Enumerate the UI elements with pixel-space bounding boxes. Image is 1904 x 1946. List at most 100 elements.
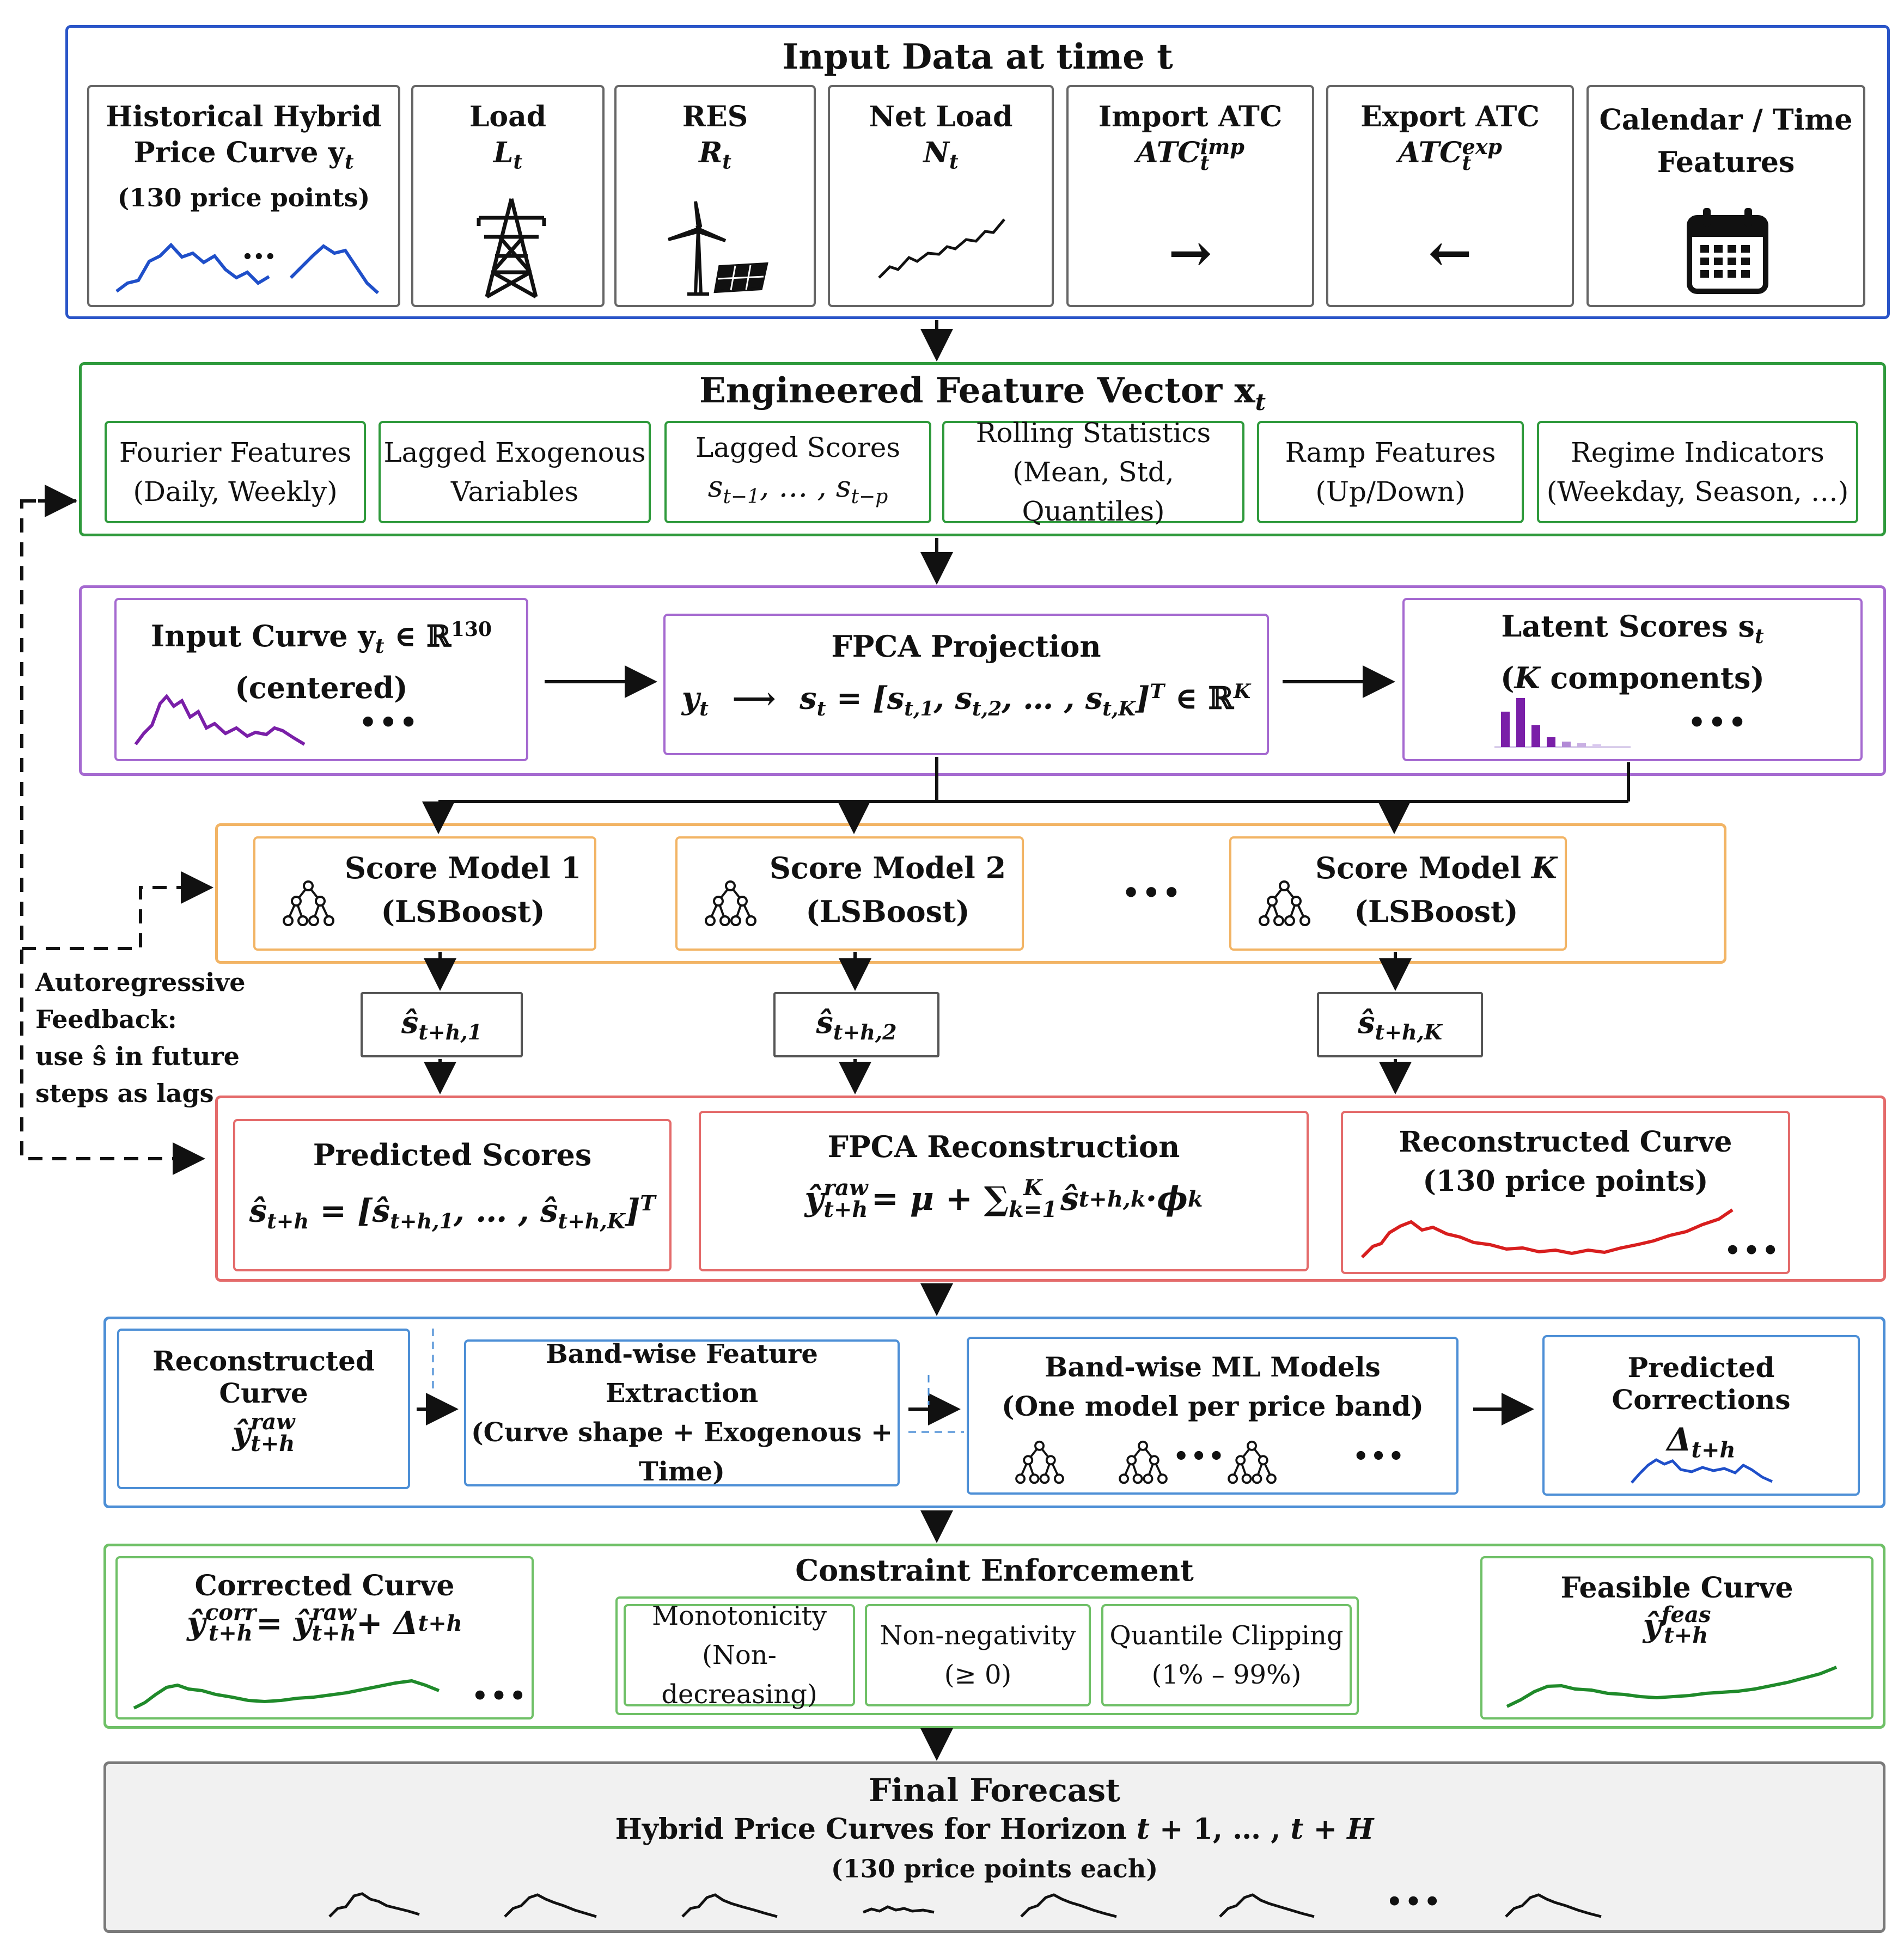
fourier-line1: Fourier Features <box>119 437 352 468</box>
pred-b-sub: t+h,1 <box>390 1208 454 1233</box>
fpca-latent-scores: Latent Scores st (K components) ••• <box>1402 598 1863 761</box>
load-symbol: Lt <box>469 135 546 180</box>
calendar-line1: Calendar / Time <box>1599 103 1853 137</box>
out2-base: ŝ <box>816 1005 833 1041</box>
price-curve-icon <box>115 242 380 295</box>
lagscore-line1: Lagged Scores <box>695 431 901 463</box>
blue-correction-curve-icon <box>1631 1458 1773 1484</box>
cc-b: = ŷ <box>256 1605 312 1642</box>
latent-line2: (K components) <box>1500 657 1765 699</box>
feedback-line1: Autoregressive <box>35 968 246 997</box>
pred-a: ŝ <box>249 1192 267 1229</box>
line-trend-icon <box>878 218 1005 279</box>
fpca-input-ellipsis: ••• <box>359 706 420 739</box>
lagscore-mid: , … , s <box>760 469 851 504</box>
modelk-line1: Score Model K <box>1315 846 1557 890</box>
recon-a-sub: t+h <box>823 1197 868 1222</box>
proj-d: , … , s <box>1002 680 1103 717</box>
netload-sym-text: N <box>923 136 949 169</box>
nonneg-line1: Non-negativity <box>880 1620 1076 1651</box>
fpca-proj-title: FPCA Projection <box>831 629 1101 664</box>
recon-d: ·ϕ <box>1145 1180 1188 1218</box>
feature-ramp: Ramp Features (Up/Down) <box>1257 421 1524 523</box>
netload-symbol: Nt <box>869 135 1012 180</box>
fpca-recon-title: FPCA Reconstruction <box>827 1129 1180 1164</box>
final-line2: Hybrid Price Curves for Horizon t + 1, …… <box>106 1810 1883 1849</box>
cc-title: Corrected Curve <box>194 1569 455 1602</box>
final-ellipsis: ••• <box>1386 1887 1443 1917</box>
score-output-2: ŝt+h,2 <box>773 992 939 1057</box>
pred-sup: T <box>640 1191 656 1215</box>
latent-line2-a: ( <box>1500 660 1515 695</box>
model1-line2: (LSBoost) <box>381 894 545 929</box>
out2-sub: t+h,2 <box>833 1020 897 1045</box>
constraint-section: Constraint Enforcement <box>103 1544 1885 1729</box>
recon-sum-sup: K <box>1023 1175 1042 1201</box>
cc-ellipsis: ••• <box>472 1681 529 1711</box>
input-box-load: Load Lt <box>411 85 605 307</box>
constraint-monotonicity: Monotonicity (Non-decreasing) <box>624 1601 855 1710</box>
band-ml-models: Band-wise ML Models (One model per price… <box>967 1337 1458 1495</box>
fpca-input-sup: 130 <box>450 618 492 641</box>
import-sym-text: ATC <box>1136 136 1200 169</box>
input-box-net-load: Net Load Nt <box>828 85 1054 307</box>
band-fe-line1: Band-wise Feature Extraction <box>546 1339 818 1409</box>
tree-icon <box>705 880 756 926</box>
hist-line3: (130 price points) <box>117 183 370 213</box>
import-label: Import ATC <box>1098 100 1283 133</box>
pc-title: Predicted Corrections <box>1612 1351 1791 1416</box>
predicted-corrections-box: Predicted Corrections Δt+h <box>1542 1335 1860 1496</box>
quantile-line1: Quantile Clipping <box>1109 1620 1344 1651</box>
proj-lhs: y <box>681 680 700 717</box>
recon-c-sub: t+h,k <box>1078 1186 1146 1212</box>
input-box-historical-price: Historical Hybrid Price Curve yt (130 pr… <box>87 85 400 307</box>
pred-a-sub: t+h <box>267 1208 309 1233</box>
band-ml-dots2: ••• <box>1353 1441 1406 1471</box>
lagscore-sub2: t−p <box>851 485 888 508</box>
proj-rhs-b: = [s <box>826 680 905 717</box>
tree-icon <box>1119 1440 1168 1484</box>
proj-c: , s <box>933 680 973 717</box>
band-ml-line2: (One model per price band) <box>1001 1390 1424 1422</box>
mono-line1: Monotonicity <box>652 1601 827 1631</box>
pred-b: = [ŝ <box>309 1192 390 1229</box>
fc-sym-base: ŷ <box>1643 1607 1662 1644</box>
score-model-2: Score Model 2 (LSBoost) <box>675 836 1024 951</box>
fpca-input-text: Input Curve y <box>150 619 375 653</box>
constraint-title: Constraint Enforcement <box>795 1553 1194 1588</box>
constraint-non-negativity: Non-negativity (≥ 0) <box>865 1604 1091 1706</box>
arrow-left-icon: ← <box>1428 222 1472 284</box>
lagscore-s: s <box>707 469 723 504</box>
feature-section-title: Engineered Feature Vector xt <box>82 370 1883 415</box>
hist-line2-sub: t <box>344 150 354 174</box>
modelk-line1-text: Score Model <box>1315 850 1531 885</box>
final-title: Final Forecast <box>869 1772 1120 1809</box>
score-output-k: ŝt+h,K <box>1317 992 1483 1057</box>
red-curve-icon <box>1360 1208 1734 1259</box>
modelk-line2: (LSBoost) <box>1354 894 1518 929</box>
proj-rhs-sub: t <box>816 697 826 720</box>
final-line2e: + <box>1303 1813 1347 1846</box>
band-rc-sym-base: ŷ <box>232 1415 251 1452</box>
proj-f: ∈ ℝ <box>1164 680 1234 717</box>
arrow-right-icon: → <box>1168 222 1212 284</box>
input-data-section: Input Data at time t <box>65 25 1890 319</box>
input-box-calendar: Calendar / Time Features <box>1586 85 1865 307</box>
fpca-input-sub: t <box>375 634 385 658</box>
recon-c: ŝ <box>1060 1180 1079 1218</box>
feature-rolling-statistics: Rolling Statistics (Mean, Std, Quantiles… <box>942 417 1244 527</box>
rc-line2: (130 price points) <box>1423 1165 1708 1198</box>
export-sym-sup: exp <box>1462 134 1502 159</box>
reconstruction-section <box>215 1096 1886 1282</box>
fpca-proj-formula: yt ⟶ st = [st,1, st,2, … , st,K]T ∈ ℝK <box>682 680 1251 720</box>
score-bars-icon <box>1494 698 1631 748</box>
pred-d: ] <box>625 1192 640 1229</box>
tree-icon <box>1228 1440 1277 1484</box>
tree-icon <box>283 880 334 926</box>
